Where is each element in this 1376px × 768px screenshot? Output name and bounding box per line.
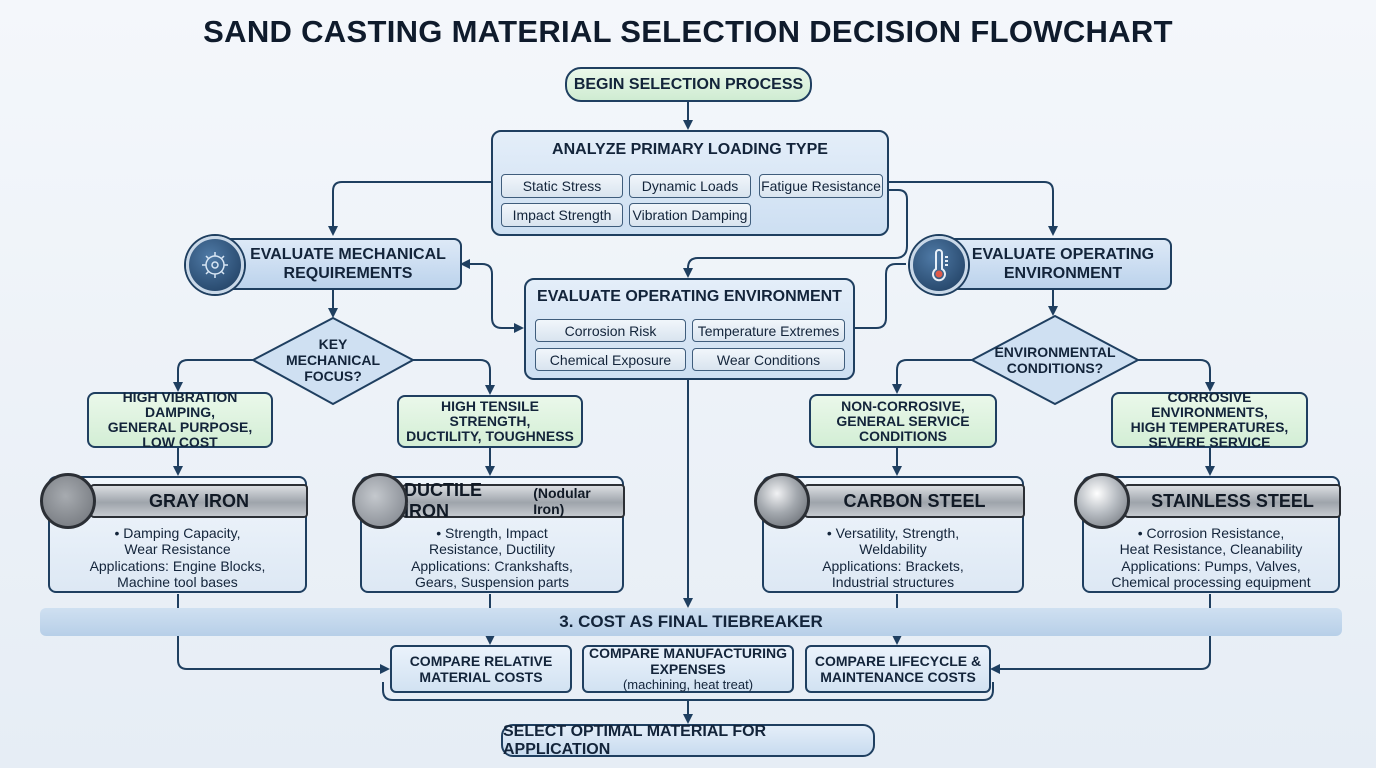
condition-vibration-damping: HIGH VIBRATION DAMPING,GENERAL PURPOSE,L… — [87, 390, 273, 450]
material-applications: Applications: Engine Blocks,Machine tool… — [89, 558, 266, 590]
option-corrosion-risk: Corrosion Risk — [535, 319, 686, 342]
gray-iron-texture-icon — [40, 473, 96, 529]
arrow-decision-right — [413, 359, 495, 395]
env-decision-diamond — [969, 314, 1141, 406]
page-title: SAND CASTING MATERIAL SELECTION DECISION… — [203, 14, 1173, 49]
arrow-gray-to-cost — [177, 594, 390, 674]
condition-corrosive: CORROSIVE ENVIRONMENTS,HIGH TEMPERATURES… — [1111, 390, 1308, 450]
option-static-stress: Static Stress — [501, 174, 623, 198]
env-eval-line1: EVALUATE OPERATING — [971, 246, 1155, 263]
thermometer-icon — [910, 236, 968, 294]
material-card-stainless-steel: STAINLESS STEEL • Corrosion Resistance,H… — [1082, 476, 1341, 593]
material-applications: Applications: Brackets,Industrial struct… — [822, 558, 964, 590]
material-name: STAINLESS STEEL — [1124, 484, 1341, 518]
evaluate-mechanical-node: EVALUATE MECHANICAL REQUIREMENTS — [212, 238, 462, 290]
material-applications: Applications: Crankshafts,Gears, Suspens… — [411, 558, 573, 590]
mechanical-gears-icon — [186, 236, 244, 294]
material-applications: Applications: Pumps, Valves,Chemical pro… — [1111, 558, 1311, 590]
ductile-iron-texture-icon — [352, 473, 408, 529]
material-properties: • Damping Capacity,Wear Resistance — [114, 525, 241, 557]
option-dynamic-loads: Dynamic Loads — [629, 174, 751, 198]
material-name: CARBON STEEL — [804, 484, 1025, 518]
material-card-gray-iron: GRAY IRON • Damping Capacity,Wear Resist… — [48, 476, 308, 593]
carbon-steel-disc-icon — [754, 473, 810, 529]
mech-eval-line2: REQUIREMENTS — [283, 265, 413, 282]
final-selection-node: SELECT OPTIMAL MATERIAL FOR APPLICATION — [501, 723, 875, 758]
cost-tiebreaker-band: 3. COST AS FINAL TIEBREAKER — [40, 608, 1342, 636]
option-fatigue-resistance: Fatigue Resistance — [759, 174, 883, 198]
arrow-loading-to-env-center — [683, 189, 908, 278]
loading-type-panel: ANALYZE PRIMARY LOADING TYPE Static Stre… — [491, 130, 889, 236]
arrow-envdecision-left — [892, 359, 972, 394]
mech-decision-diamond — [250, 316, 416, 406]
arrow-stainless-to-cost — [990, 594, 1211, 674]
condition-tensile-strength: HIGH TENSILE STRENGTH,DUCTILITY, TOUGHNE… — [397, 395, 583, 448]
arrow-loading-to-env-right — [889, 181, 1058, 236]
arrow-decision-left — [173, 359, 253, 392]
option-chemical-exposure: Chemical Exposure — [535, 348, 686, 371]
stainless-steel-disc-icon — [1074, 473, 1130, 529]
material-name: GRAY IRON — [90, 484, 308, 518]
material-properties: • Corrosion Resistance,Heat Resistance, … — [1119, 525, 1303, 557]
option-wear-conditions: Wear Conditions — [692, 348, 845, 371]
arrow-env-center-to-env-right — [855, 263, 906, 329]
arrow-loading-to-mech — [328, 181, 491, 236]
material-name: DUCTILE IRON (Nodular Iron) — [402, 480, 625, 521]
arrow-envdecision-right — [1138, 359, 1215, 392]
mech-eval-line1: EVALUATE MECHANICAL — [250, 246, 446, 263]
option-impact-strength: Impact Strength — [501, 203, 623, 227]
start-node: BEGIN SELECTION PROCESS — [565, 67, 812, 102]
loading-type-heading: ANALYZE PRIMARY LOADING TYPE — [552, 141, 828, 158]
option-temperature-extremes: Temperature Extremes — [692, 319, 845, 342]
evaluate-environment-node-right: EVALUATE OPERATING ENVIRONMENT — [934, 238, 1172, 290]
material-properties: • Versatility, Strength,Weldability — [826, 525, 960, 557]
env-eval-line2: ENVIRONMENT — [1003, 265, 1123, 282]
environment-panel: EVALUATE OPERATING ENVIRONMENT Corrosion… — [524, 278, 855, 380]
environment-heading: EVALUATE OPERATING ENVIRONMENT — [537, 288, 842, 305]
arrow-mech-env-link — [460, 259, 524, 333]
cost-lifecycle-maintenance: COMPARE LIFECYCLE &MAINTENANCE COSTS — [805, 645, 991, 693]
option-vibration-damping: Vibration Damping — [629, 203, 751, 227]
